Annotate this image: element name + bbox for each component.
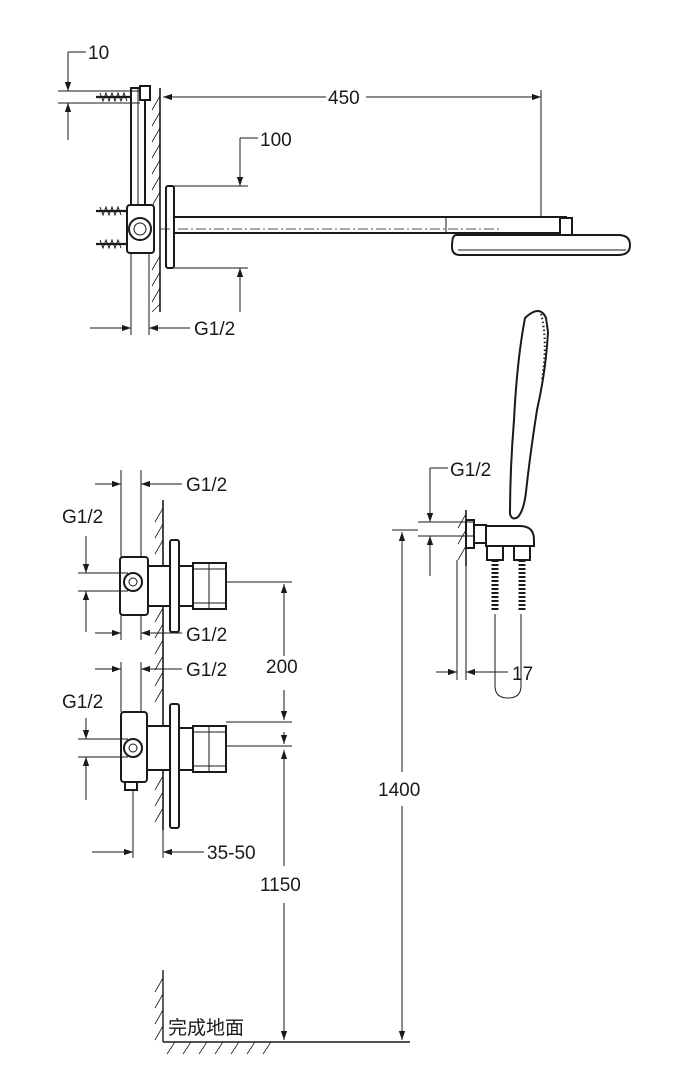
wall-hatch-hand bbox=[457, 510, 467, 566]
valve-plate-1 bbox=[169, 539, 180, 633]
floor-label: 完成地面 bbox=[168, 1017, 244, 1039]
screw-low bbox=[96, 238, 127, 250]
wall-hatch-top bbox=[151, 88, 161, 313]
screw-top bbox=[96, 91, 131, 103]
wall-outlet-bracket bbox=[485, 525, 535, 547]
dim-450-label: 450 bbox=[328, 88, 360, 109]
rain-shower-head bbox=[450, 234, 632, 256]
thermostatic-valve bbox=[120, 703, 227, 829]
hand-shower-view: G1/2 17 1400 bbox=[378, 310, 550, 1040]
valve1-g12-bottom-label: G1/2 bbox=[186, 625, 227, 646]
dim-200-label: 200 bbox=[266, 657, 298, 678]
finished-floor: 完成地面 bbox=[154, 970, 410, 1055]
valve1-g12-side-label: G1/2 bbox=[62, 507, 103, 528]
dim-17-label: 17 bbox=[512, 664, 533, 685]
dim-100-label: 100 bbox=[260, 130, 292, 151]
wall-flange bbox=[165, 185, 175, 269]
dim-1400-label: 1400 bbox=[378, 780, 420, 801]
valve-plate-2 bbox=[169, 703, 180, 829]
dim-g12-top-label: G1/2 bbox=[194, 319, 235, 340]
shower-hose bbox=[494, 614, 522, 699]
overhead-shower-view: 10 450 100 G1/2 bbox=[58, 43, 632, 340]
hand-shower bbox=[508, 310, 550, 520]
wall-hatch-valves bbox=[154, 500, 164, 830]
dim-35-50-label: 35-50 bbox=[207, 843, 256, 864]
hand-g12-label: G1/2 bbox=[450, 460, 491, 481]
valve1-g12-top-label: G1/2 bbox=[186, 475, 227, 496]
concealed-valves-view: G1/2 G1/2 G1/2 G1/2 G1/2 200 bbox=[62, 470, 301, 1040]
screw-mid bbox=[96, 205, 127, 217]
dim-1150-label: 1150 bbox=[260, 875, 301, 896]
dim-10-label: 10 bbox=[88, 43, 109, 64]
diverter-valve bbox=[119, 539, 227, 633]
shower-arm bbox=[173, 216, 567, 234]
valve2-g12-side-label: G1/2 bbox=[62, 692, 103, 713]
valve2-g12-top-label: G1/2 bbox=[186, 660, 227, 681]
